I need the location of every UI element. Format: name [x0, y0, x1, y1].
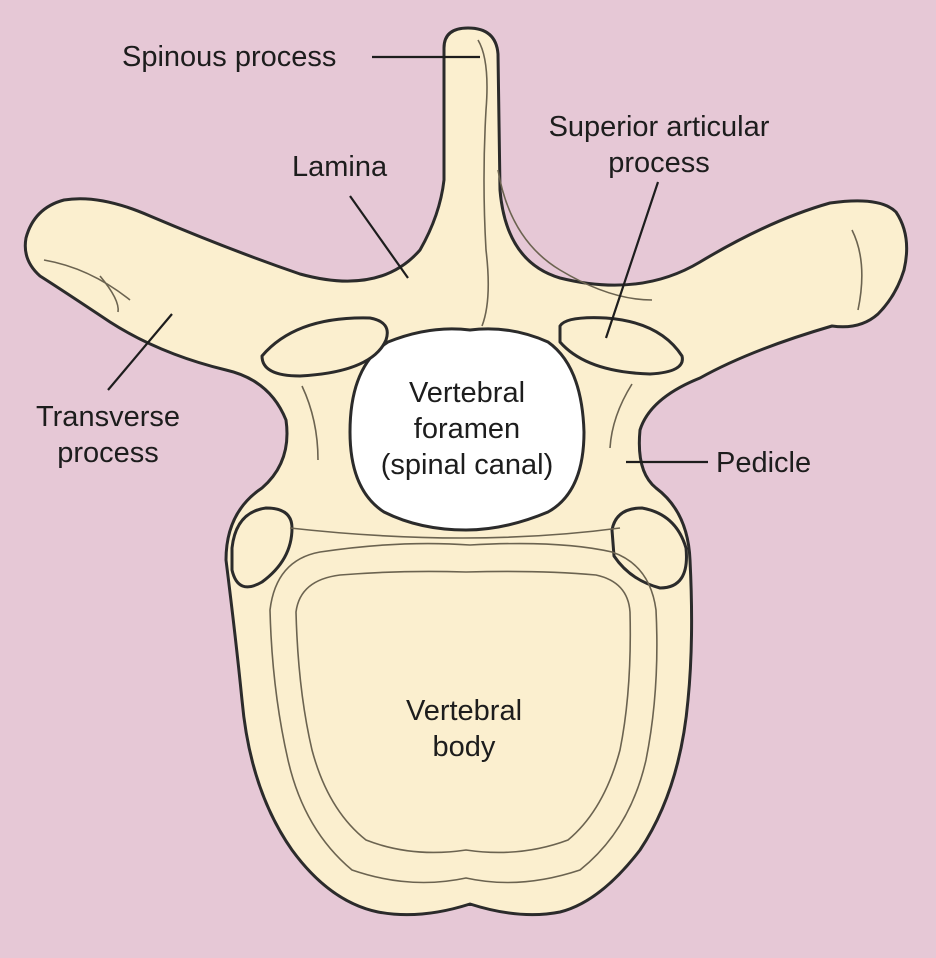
body-top-line [289, 527, 621, 539]
leader-superior-articular [604, 181, 660, 339]
vertebral-foramen [348, 327, 586, 532]
spinous-midline [477, 39, 490, 327]
vertebral-body-inner-rim [269, 542, 658, 884]
label-transverse-2: process [57, 437, 159, 469]
label-body-1: Vertebral [406, 695, 522, 727]
vertebral-body-inner-rim-2 [295, 570, 632, 854]
pedicle-line-left [301, 385, 319, 461]
label-body-2: body [433, 731, 496, 763]
leader-lamina [349, 195, 409, 279]
label-foramen-3: (spinal canal) [381, 449, 553, 481]
transverse-line-left [43, 259, 131, 301]
label-pedicle: Pedicle [716, 447, 811, 479]
pedicle-line-right [609, 383, 633, 449]
left-articular-facet [260, 316, 389, 378]
transverse-line-left-2 [99, 275, 119, 313]
label-foramen-1: Vertebral [409, 377, 525, 409]
label-transverse-1: Transverse [36, 401, 180, 433]
right-body-facet [610, 506, 688, 590]
lamina-line-right [497, 169, 653, 301]
label-superior-articular-1: Superior articular [549, 111, 770, 143]
right-articular-facet [558, 316, 684, 376]
label-lamina: Lamina [292, 151, 388, 183]
transverse-line-right [851, 229, 863, 311]
label-spinous-process: Spinous process [122, 41, 336, 73]
label-superior-articular-2: process [608, 147, 710, 179]
label-foramen-2: foramen [414, 413, 520, 445]
leader-transverse [107, 313, 173, 391]
